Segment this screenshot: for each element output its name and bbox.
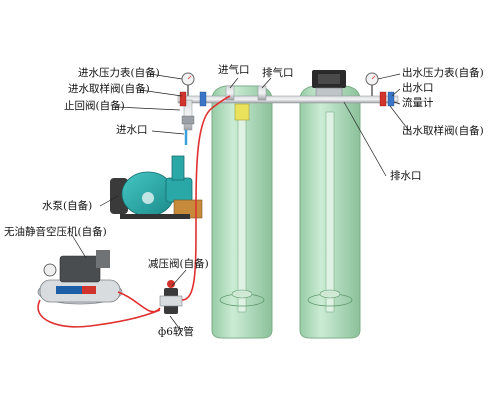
label-water-inlet: 进水口 bbox=[116, 124, 148, 136]
label-inlet-pressure-gauge: 进水压力表(自备) bbox=[78, 67, 160, 79]
leader-lines bbox=[71, 73, 411, 333]
inlet-valves-icon bbox=[179, 91, 207, 125]
pressure-reducing-valve-icon bbox=[159, 280, 183, 314]
label-flow-meter: 流量计 bbox=[402, 97, 434, 109]
right-filter-tank bbox=[299, 85, 361, 339]
label-check-valve: 止回阀(自备) bbox=[64, 100, 125, 112]
label-air-inlet: 进气口 bbox=[218, 64, 250, 76]
label-water-outlet: 出水口 bbox=[402, 82, 434, 94]
label-outlet-pressure-gauge: 出水压力表(自备) bbox=[402, 67, 484, 79]
label-inlet-sampling-valve: 进水取样阀(自备) bbox=[68, 83, 150, 95]
label-water-pump: 水泵(自备) bbox=[42, 200, 93, 212]
label-pressure-reducing-valve: 减压阀(自备) bbox=[148, 258, 209, 270]
label-hose: ф6软管 bbox=[158, 326, 194, 338]
water-pump-icon bbox=[110, 155, 203, 219]
outlet-pressure-gauge-icon bbox=[365, 72, 379, 96]
control-valve-head bbox=[312, 70, 346, 99]
left-filter-tank bbox=[211, 85, 273, 339]
air-hose-loop bbox=[37, 299, 161, 328]
outlet-valves-icon bbox=[379, 91, 395, 107]
air-compressor-icon bbox=[37, 250, 123, 305]
label-air-outlet: 排气口 bbox=[262, 67, 294, 79]
label-oil-free-compressor: 无油静音空压机(自备) bbox=[4, 226, 107, 238]
label-outlet-sampling-valve: 出水取样阀(自备) bbox=[402, 125, 484, 137]
top-pipe bbox=[177, 85, 399, 131]
label-drain-outlet: 排水口 bbox=[390, 170, 422, 182]
air-hose bbox=[117, 95, 231, 313]
